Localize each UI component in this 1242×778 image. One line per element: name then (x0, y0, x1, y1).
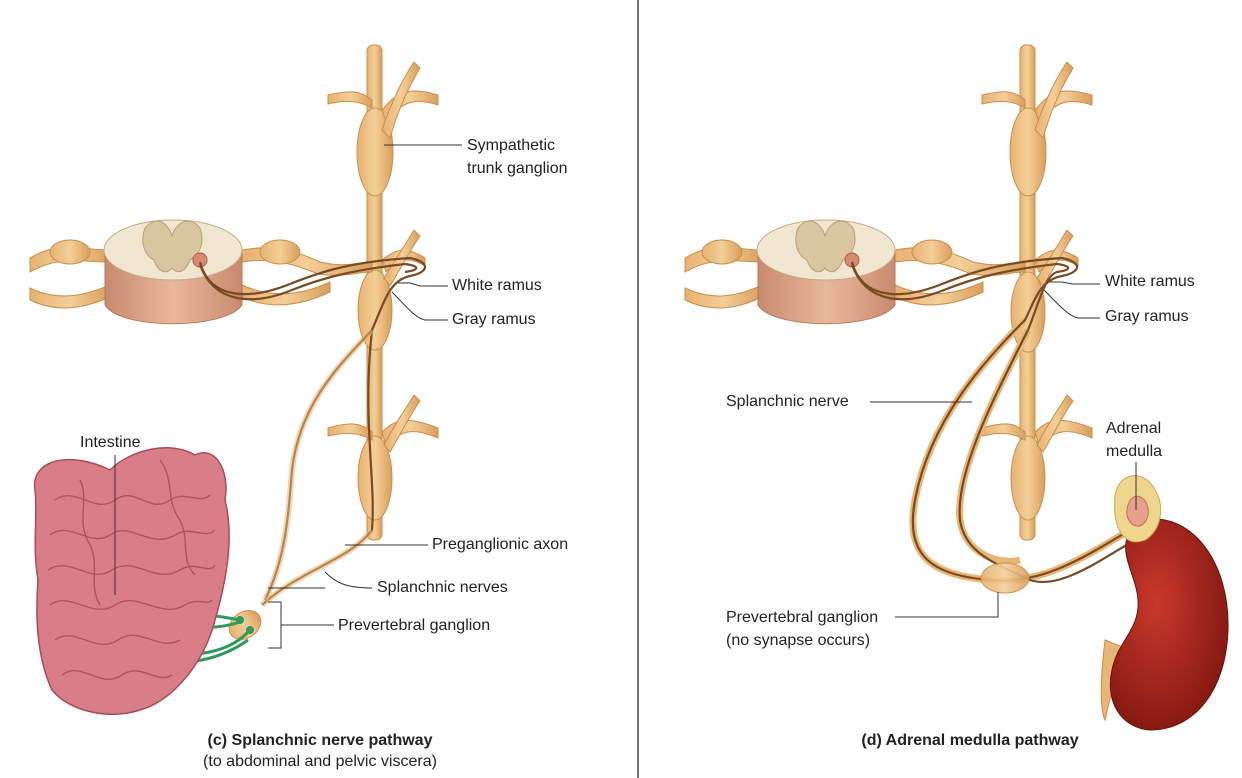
chain-ganglion-low-c (357, 435, 393, 521)
label-prevertebral-ganglion-d: Prevertebral ganglion (no synapse occurs… (726, 606, 878, 652)
spinal-cord-d (756, 219, 896, 325)
label-splanchnic-nerves: Splanchnic nerves (377, 579, 508, 596)
label-sympathetic-trunk-ganglion: Sympathetic trunk ganglion (467, 134, 568, 180)
panel-c (29, 44, 439, 715)
sympathetic-chain-c (327, 44, 439, 541)
chain-ganglion-mid-c (357, 269, 393, 351)
label-adrenal-medulla: Adrenal medulla (1106, 417, 1162, 463)
intestine-c (33, 447, 230, 715)
panel-d (684, 44, 1229, 731)
label-gray-ramus-c: Gray ramus (452, 311, 536, 328)
adrenal-gland-d (1114, 475, 1162, 543)
caption-c-subtitle: (to abdominal and pelvic viscera) (203, 753, 437, 770)
label-adrenal-line2: medulla (1106, 443, 1163, 460)
label-intestine: Intestine (80, 434, 141, 451)
label-sympathetic-line1: Sympathetic (467, 137, 556, 154)
caption-c: (c) Splanchnic nerve pathway (to abdomin… (140, 730, 500, 772)
spinal-cord-c (103, 219, 243, 325)
prevertebral-ganglion-d (980, 562, 1030, 594)
caption-c-title: (c) Splanchnic nerve pathway (207, 732, 433, 749)
sympathetic-chain-d (981, 44, 1093, 541)
leader-lines-d (870, 281, 1137, 618)
label-prevertebral-d-line2: (no synapse occurs) (726, 632, 871, 649)
label-preganglionic-axon: Preganglionic axon (432, 536, 569, 553)
caption-d: (d) Adrenal medulla pathway (790, 730, 1150, 751)
preganglionic-axon-d (850, 256, 1136, 583)
label-sympathetic-line2: trunk ganglion (467, 160, 568, 177)
label-prevertebral-d-line1: Prevertebral ganglion (726, 609, 879, 626)
label-adrenal-line1: Adrenal (1106, 420, 1162, 437)
label-white-ramus-d: White ramus (1105, 273, 1195, 290)
label-prevertebral-ganglion-c: Prevertebral ganglion (338, 617, 491, 634)
label-white-ramus-c: White ramus (452, 277, 542, 294)
leader-lines-c (114, 144, 462, 649)
caption-d-title: (d) Adrenal medulla pathway (861, 732, 1079, 749)
label-gray-ramus-d: Gray ramus (1105, 308, 1189, 325)
label-splanchnic-nerve-d: Splanchnic nerve (726, 393, 849, 410)
kidney-d (1100, 518, 1229, 731)
